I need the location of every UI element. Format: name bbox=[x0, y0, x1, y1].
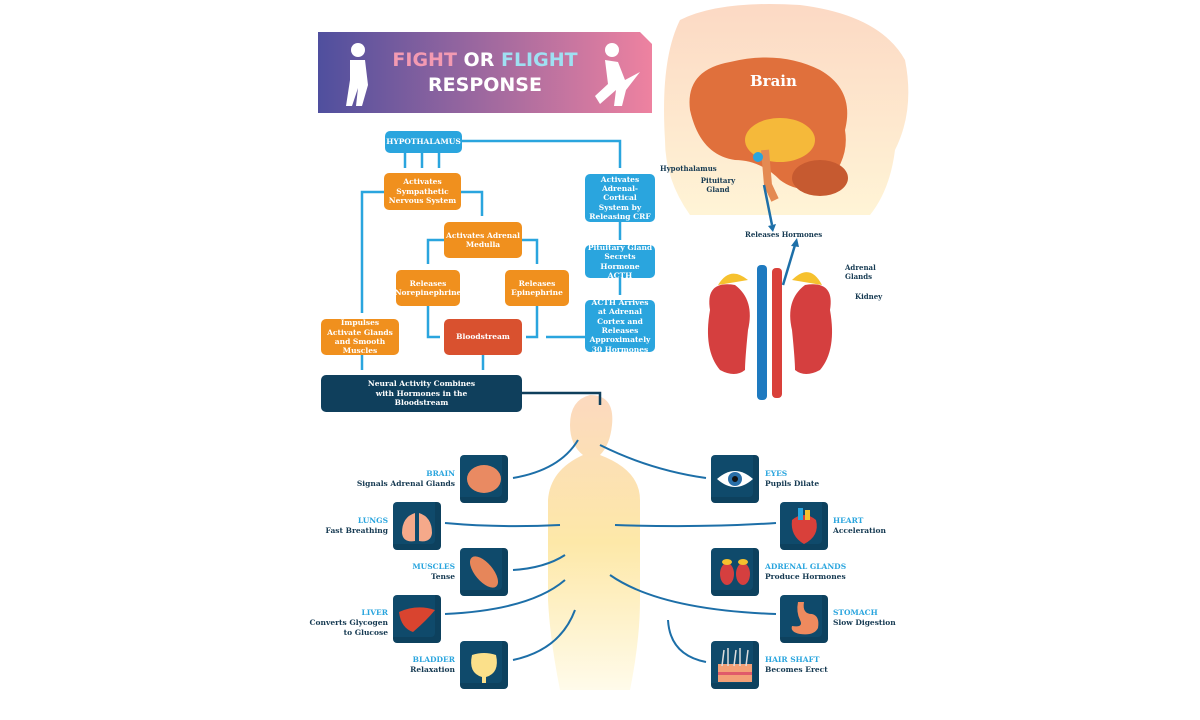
effect-title: ADRENAL GLANDS bbox=[765, 562, 847, 571]
adrenal-glands-label: Adrenal Glands bbox=[845, 263, 876, 281]
stomach-icon bbox=[791, 602, 819, 635]
body-silhouette bbox=[548, 395, 640, 690]
acth-box: ACTH Arrives at Adrenal Cortex and Relea… bbox=[585, 298, 655, 354]
title-response: RESPONSE bbox=[428, 73, 542, 96]
effect-title: MUSCLES bbox=[412, 562, 455, 571]
effect-desc: Fast Breathing bbox=[325, 525, 388, 535]
brain-label: Brain bbox=[750, 72, 797, 90]
releases-hormones-label: Releases Hormones bbox=[745, 230, 823, 239]
bloodstream-box: Bloodstream bbox=[444, 319, 522, 355]
liver-tile bbox=[393, 595, 441, 643]
effect-desc: Converts Glycogen to Glucose bbox=[309, 617, 388, 637]
brain-tile bbox=[460, 455, 508, 503]
title-flight: FLIGHT bbox=[500, 49, 578, 71]
norepinephrine-box: Releases Norepinephrine bbox=[395, 270, 461, 306]
effect-desc: Acceleration bbox=[833, 525, 886, 535]
pituitary-box: Pituitary Gland Secrets Hormone ACTH bbox=[585, 243, 655, 280]
effect-desc: Becomes Erect bbox=[765, 664, 828, 674]
adrenal-glands-tile bbox=[711, 548, 759, 596]
effect-desc: Pupils Dilate bbox=[765, 478, 820, 488]
lungs-icon bbox=[402, 513, 432, 542]
muscles-tile bbox=[460, 548, 508, 596]
title-or: OR bbox=[463, 49, 495, 71]
effect-title: EYES bbox=[765, 469, 788, 478]
hypothalamus-label: Hypothalamus bbox=[660, 164, 717, 173]
adrenal-medulla-box: Activates Adrenal Medulla bbox=[444, 222, 522, 258]
eyes-tile bbox=[711, 455, 759, 503]
sympathetic-box: Activates Sympathetic Nervous System bbox=[384, 173, 461, 210]
epinephrine-box: Releases Epinephrine bbox=[505, 270, 569, 306]
effect-title: BLADDER bbox=[412, 655, 455, 664]
title-banner bbox=[318, 32, 652, 113]
effect-title: HEART bbox=[833, 516, 864, 525]
kidneys-icon bbox=[720, 559, 750, 585]
lungs-tile bbox=[393, 502, 441, 550]
title: FIGHT OR FLIGHT RESPONSE bbox=[380, 48, 590, 97]
effect-desc: Signals Adrenal Glands bbox=[356, 478, 455, 488]
neural-hormones-banner: Neural Activity Combines with Hormones i… bbox=[321, 375, 522, 412]
effect-desc: Produce Hormones bbox=[765, 571, 846, 581]
bladder-tile bbox=[460, 641, 508, 689]
effect-desc: Slow Digestion bbox=[833, 617, 896, 627]
effect-desc: Tense bbox=[431, 571, 455, 581]
eye-icon bbox=[717, 471, 753, 487]
effect-title: HAIR SHAFT bbox=[765, 655, 820, 664]
effect-title: LIVER bbox=[361, 608, 388, 617]
effect-title: BRAIN bbox=[426, 469, 455, 478]
liver-icon bbox=[399, 607, 435, 632]
runner-figures bbox=[346, 43, 640, 106]
effect-desc: Relaxation bbox=[410, 664, 455, 674]
hair-shaft-tile bbox=[711, 641, 759, 689]
effect-title: STOMACH bbox=[833, 608, 878, 617]
effect-title: LUNGS bbox=[357, 516, 388, 525]
title-fight: FIGHT bbox=[392, 49, 457, 71]
hypothalamus-box: HYPOTHALAMUS bbox=[385, 131, 462, 153]
brain-icon bbox=[467, 465, 501, 493]
heart-tile bbox=[780, 502, 828, 550]
stomach-tile bbox=[780, 595, 828, 643]
impulses-box: Impulses Activate Glands and Smooth Musc… bbox=[321, 318, 399, 355]
hair-icon bbox=[718, 648, 752, 682]
kidney-illustration bbox=[707, 284, 750, 374]
kidney-label: Kidney bbox=[855, 292, 883, 301]
heart-icon bbox=[791, 508, 817, 544]
pituitary-label: Pituitary Gland bbox=[700, 176, 736, 194]
bladder-icon bbox=[471, 653, 497, 683]
muscle-icon bbox=[469, 556, 499, 588]
adrenal-cortical-box: Activates Adrenal-Cortical System by Rel… bbox=[585, 174, 655, 222]
